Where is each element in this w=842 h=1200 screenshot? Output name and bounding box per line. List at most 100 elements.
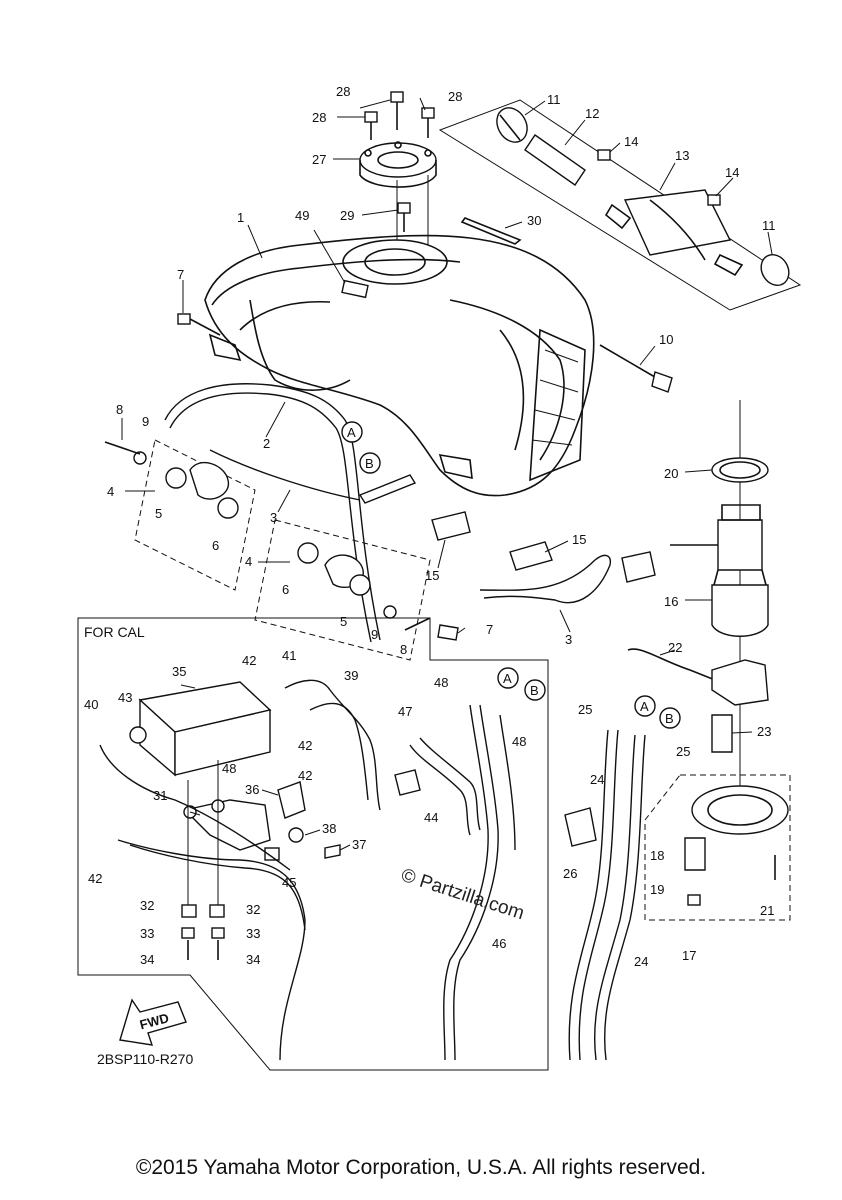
- callout-27: 27: [312, 152, 326, 167]
- callout-5a: 5: [155, 506, 162, 521]
- callout-7a: 7: [177, 267, 184, 282]
- watermark: © Partzilla.com: [398, 865, 526, 925]
- callout-42b: 42: [298, 738, 312, 753]
- drain-hoses: [164, 383, 612, 643]
- callout-9b: 9: [371, 627, 378, 642]
- callout-42d: 42: [88, 871, 102, 886]
- callout-2: 2: [263, 436, 270, 451]
- callout-13: 13: [675, 148, 689, 163]
- emblem-30: [460, 217, 522, 245]
- ref-marker-b3: B: [665, 711, 674, 726]
- damper-group-left: [104, 439, 256, 591]
- callout-4b: 4: [245, 554, 252, 569]
- rubber-15b: [509, 541, 553, 571]
- for-cal-box: [77, 617, 549, 1071]
- callout-49: 49: [295, 208, 309, 223]
- callout-40: 40: [84, 697, 98, 712]
- fuel-tank: [204, 234, 595, 497]
- callout-9a: 9: [142, 414, 149, 429]
- callout-15a: 15: [572, 532, 586, 547]
- callout-11a: 11: [547, 92, 561, 107]
- callout-38: 38: [322, 821, 336, 836]
- ref-marker-a: A: [347, 425, 356, 440]
- callout-42c: 42: [298, 768, 312, 783]
- callout-3a: 3: [270, 510, 277, 525]
- callout-8a: 8: [116, 402, 123, 417]
- callout-1: 1: [237, 210, 244, 225]
- callout-33b: 33: [246, 926, 260, 941]
- damper-group-right: [254, 519, 459, 661]
- callout-33a: 33: [140, 926, 154, 941]
- callout-25b: 25: [676, 744, 690, 759]
- callout-28b: 28: [448, 89, 462, 104]
- callout-42a: 42: [242, 653, 256, 668]
- callout-16: 16: [664, 594, 678, 609]
- fuel-cap-assembly: [359, 91, 437, 245]
- ref-marker-a2: A: [503, 671, 512, 686]
- callout-10: 10: [659, 332, 673, 347]
- callout-25a: 25: [578, 702, 592, 717]
- callout-23: 23: [757, 724, 771, 739]
- callout-46: 46: [492, 936, 506, 951]
- callout-28c: 28: [312, 110, 326, 125]
- ref-marker-b: B: [365, 456, 374, 471]
- callout-24a: 24: [590, 772, 604, 787]
- callout-15b: 15: [425, 568, 439, 583]
- callout-45: 45: [282, 875, 296, 890]
- callout-6b: 6: [282, 582, 289, 597]
- callout-47: 47: [398, 704, 412, 719]
- fwd-arrow: [119, 998, 187, 1046]
- callout-36: 36: [245, 782, 259, 797]
- callout-32b: 32: [246, 902, 260, 917]
- rubber-15a: [431, 511, 471, 541]
- fwd-label: FWD: [138, 1010, 170, 1032]
- callout-37: 37: [352, 837, 366, 852]
- callout-24b: 24: [634, 954, 648, 969]
- callout-6a: 6: [212, 538, 219, 553]
- callout-44: 44: [424, 810, 438, 825]
- callout-32a: 32: [140, 898, 154, 913]
- callout-48b: 48: [512, 734, 526, 749]
- for-cal-label: FOR CAL: [84, 624, 145, 640]
- canister: [129, 681, 272, 777]
- callout-34a: 34: [140, 952, 154, 967]
- callout-35: 35: [172, 664, 186, 679]
- ref-marker-a3: A: [640, 699, 649, 714]
- ref-markers: A B A B A B: [341, 421, 681, 729]
- callout-18: 18: [650, 848, 664, 863]
- callout-39: 39: [344, 668, 358, 683]
- copyright-notice: ©2015 Yamaha Motor Corporation, U.S.A. A…: [135, 1156, 707, 1179]
- callout-12: 12: [585, 106, 599, 121]
- callout-21: 21: [760, 903, 774, 918]
- callout-19: 19: [650, 882, 664, 897]
- callout-34b: 34: [246, 952, 260, 967]
- ref-marker-b2: B: [530, 683, 539, 698]
- callout-29: 29: [340, 208, 354, 223]
- callout-11b: 11: [762, 218, 776, 233]
- callout-48c: 48: [222, 761, 236, 776]
- overflow-hoses: [564, 729, 646, 1061]
- callout-22: 22: [668, 640, 682, 655]
- callout-14a: 14: [624, 134, 638, 149]
- callout-5b: 5: [340, 614, 347, 629]
- canister-bracket: [181, 760, 341, 960]
- callout-28a: 28: [336, 84, 350, 99]
- leader-lines: [121, 97, 773, 851]
- callout-3b: 3: [565, 632, 572, 647]
- callout-numbers: 1 2 3 3 3 4 4 5 5 6 6 7 7 8 8 9 9 10 11 …: [84, 84, 776, 969]
- cal-hoses: [99, 679, 516, 1061]
- callout-48a: 48: [434, 675, 448, 690]
- callout-30: 30: [527, 213, 541, 228]
- bolt-7: [177, 313, 221, 336]
- callout-20: 20: [664, 466, 678, 481]
- callout-8b: 8: [400, 642, 407, 657]
- callout-4a: 4: [107, 484, 114, 499]
- bolt-10: [599, 344, 673, 393]
- callout-17: 17: [682, 948, 696, 963]
- callout-43: 43: [118, 690, 132, 705]
- callout-7b: 7: [486, 622, 493, 637]
- diagram-code: 2BSP110-R270: [97, 1051, 193, 1067]
- air-vent-assembly: [438, 99, 802, 311]
- fuel-pump-assembly: [621, 400, 791, 921]
